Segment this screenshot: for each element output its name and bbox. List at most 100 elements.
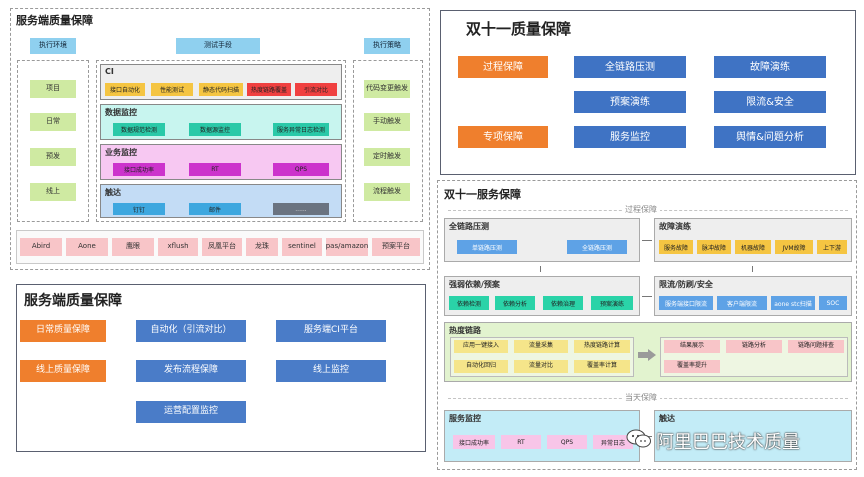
process-guarantee: 过程保障	[458, 56, 548, 78]
hot-coverage-calc: 覆盖率计算	[574, 360, 630, 373]
data-monitor-section: 数据监控 数据规范检测 数据源监控 服务异常日志检测	[100, 104, 342, 140]
fault-title: 故障演练	[659, 222, 691, 231]
reach-more: ......	[273, 203, 329, 215]
server-quality-panel-2	[16, 284, 426, 452]
service-monitor-title: 服务监控	[449, 414, 481, 423]
full-link-stress-tag: 全链路压测	[567, 240, 627, 254]
service-monitor-section: 服务监控 接口成功率 RT QPS 异常日志	[444, 410, 640, 462]
double11-quality-panel	[440, 10, 856, 175]
platform-abird: Abird	[20, 238, 62, 256]
double11-quality-title: 双十一质量保障	[466, 20, 572, 38]
means-column	[96, 60, 346, 222]
hot-link-calc: 热度链路计算	[574, 340, 630, 353]
sm-qps: QPS	[547, 435, 587, 449]
fault-pulse: 脉冲故障	[697, 240, 731, 254]
special-guarantee: 专项保障	[458, 126, 548, 148]
exec-strategy-label: 执行策略	[364, 38, 410, 54]
fault-jvm: JVM故障	[775, 240, 813, 254]
dependency-title: 强弱依赖/预案	[449, 280, 500, 289]
strategy-code-change: 代码变更触发	[364, 80, 410, 98]
plan-drill: 预案演练	[574, 91, 686, 113]
sm-success-rate: 接口成功率	[453, 435, 495, 449]
test-means-label: 测试手段	[176, 38, 260, 54]
biz-monitor-title: 业务监控	[105, 148, 137, 157]
ci-hot-link-cover: 热度链路覆盖	[247, 83, 291, 96]
server-quality-title: 服务端质量保障	[16, 14, 93, 27]
hot-coverage-improve: 覆盖率提升	[664, 360, 720, 373]
strategy-manual: 手动触发	[364, 113, 410, 131]
service-error-log-check: 服务异常日志检测	[273, 123, 329, 136]
platform-eagle-eye: 鹰眼	[112, 238, 154, 256]
sm-rt: RT	[501, 435, 541, 449]
wechat-icon	[626, 429, 651, 448]
hot-traffic-collect: 流量采集	[514, 340, 568, 353]
automation-traffic: 自动化（引流对比）	[136, 320, 246, 342]
double11-service-title: 双十一服务保障	[444, 188, 521, 201]
dep-plan-drill: 预案演练	[591, 296, 633, 310]
biz-success-rate: 接口成功率	[113, 163, 165, 176]
platform-phoenix: 凤凰平台	[202, 238, 242, 256]
process-divider-label: 过程保障	[622, 204, 660, 215]
strategy-column	[353, 60, 423, 222]
hot-traffic-compare: 流量对比	[514, 360, 568, 373]
platform-pas-amazon: pas/amazon	[326, 238, 368, 256]
hot-auto-regress: 自动化回归	[454, 360, 508, 373]
hot-arrow-icon	[638, 349, 656, 361]
online-quality: 线上质量保障	[20, 360, 106, 382]
data-source-monitor: 数据源监控	[189, 123, 241, 136]
single-link-stress: 单链路压测	[457, 240, 517, 254]
hot-result-show: 结果展示	[664, 340, 720, 353]
server-ci-platform: 服务端CI平台	[276, 320, 386, 342]
connector-dash-1	[642, 240, 652, 241]
connector-v-1	[540, 266, 541, 272]
fault-up-down: 上下游	[817, 240, 847, 254]
reach-section-2: 触达	[654, 410, 852, 462]
ci-static-scan: 静态代码扫描	[199, 83, 243, 96]
limit-title: 限流/防刷/安全	[659, 280, 713, 289]
fault-drill: 故障演练	[714, 56, 826, 78]
ci-section: CI 接口自动化 性能测试 静态代码扫描 热度链路覆盖 引流对比	[100, 64, 342, 100]
limit-section: 限流/防刷/安全 服务端接口限流 客户端限流 aone stc扫描 SOC	[654, 276, 852, 316]
hot-link-title: 热度链路	[449, 326, 481, 335]
data-spec-check: 数据规范检测	[113, 123, 165, 136]
double11-service-panel	[437, 180, 857, 470]
hot-link-troubleshoot: 链路问题排查	[788, 340, 844, 353]
reach-title: 触达	[105, 188, 121, 197]
full-link-stress: 全链路压测	[574, 56, 686, 78]
watermark-text: 阿里巴巴技术质量	[656, 432, 800, 453]
day-divider-label: 当天保障	[622, 392, 660, 403]
reach-email: 邮件	[189, 203, 241, 215]
env-item-online: 线上	[30, 183, 76, 201]
env-item-project: 项目	[30, 80, 76, 98]
dep-govern: 依赖治理	[543, 296, 583, 310]
biz-monitor-section: 业务监控 接口成功率 RT QPS	[100, 144, 342, 180]
limit-server-api: 服务端接口限流	[659, 296, 713, 310]
hot-link-analysis: 链路分析	[726, 340, 782, 353]
fault-section: 故障演练 服务故障 脉冲故障 机器故障 JVM故障 上下游	[654, 218, 852, 262]
env-item-pre: 预发	[30, 148, 76, 166]
platform-plan: 预案平台	[372, 238, 420, 256]
ci-api-auto: 接口自动化	[105, 83, 145, 96]
reach-dingtalk: 钉钉	[113, 203, 165, 215]
sm-exception-log: 异常日志	[593, 435, 633, 449]
env-column	[17, 60, 89, 222]
platform-sentinel: sentinel	[282, 238, 322, 256]
reach-title-2: 触达	[659, 414, 675, 423]
dep-analyze: 依赖分析	[495, 296, 535, 310]
platform-longzhu: 龙珠	[246, 238, 278, 256]
service-monitor: 服务监控	[574, 126, 686, 148]
release-process: 发布流程保障	[136, 360, 246, 382]
strategy-flow: 流程触发	[364, 183, 410, 201]
limit-aone-stc: aone stc扫描	[771, 296, 815, 310]
ci-title: CI	[105, 67, 114, 76]
server-quality-title-2: 服务端质量保障	[24, 293, 122, 309]
dependency-section: 强弱依赖/预案 依赖检测 依赖分析 依赖治理 预案演练	[444, 276, 640, 316]
reach-section: 触达 钉钉 邮件 ......	[100, 184, 342, 218]
dep-detect: 依赖检测	[449, 296, 489, 310]
limit-security: 限流&安全	[714, 91, 826, 113]
limit-soc: SOC	[819, 296, 847, 310]
ci-traffic-compare: 引流对比	[295, 83, 337, 96]
sentiment-analysis: 舆情&问题分析	[714, 126, 826, 148]
server-quality-panel	[10, 8, 430, 270]
daily-quality: 日常质量保障	[20, 320, 106, 342]
